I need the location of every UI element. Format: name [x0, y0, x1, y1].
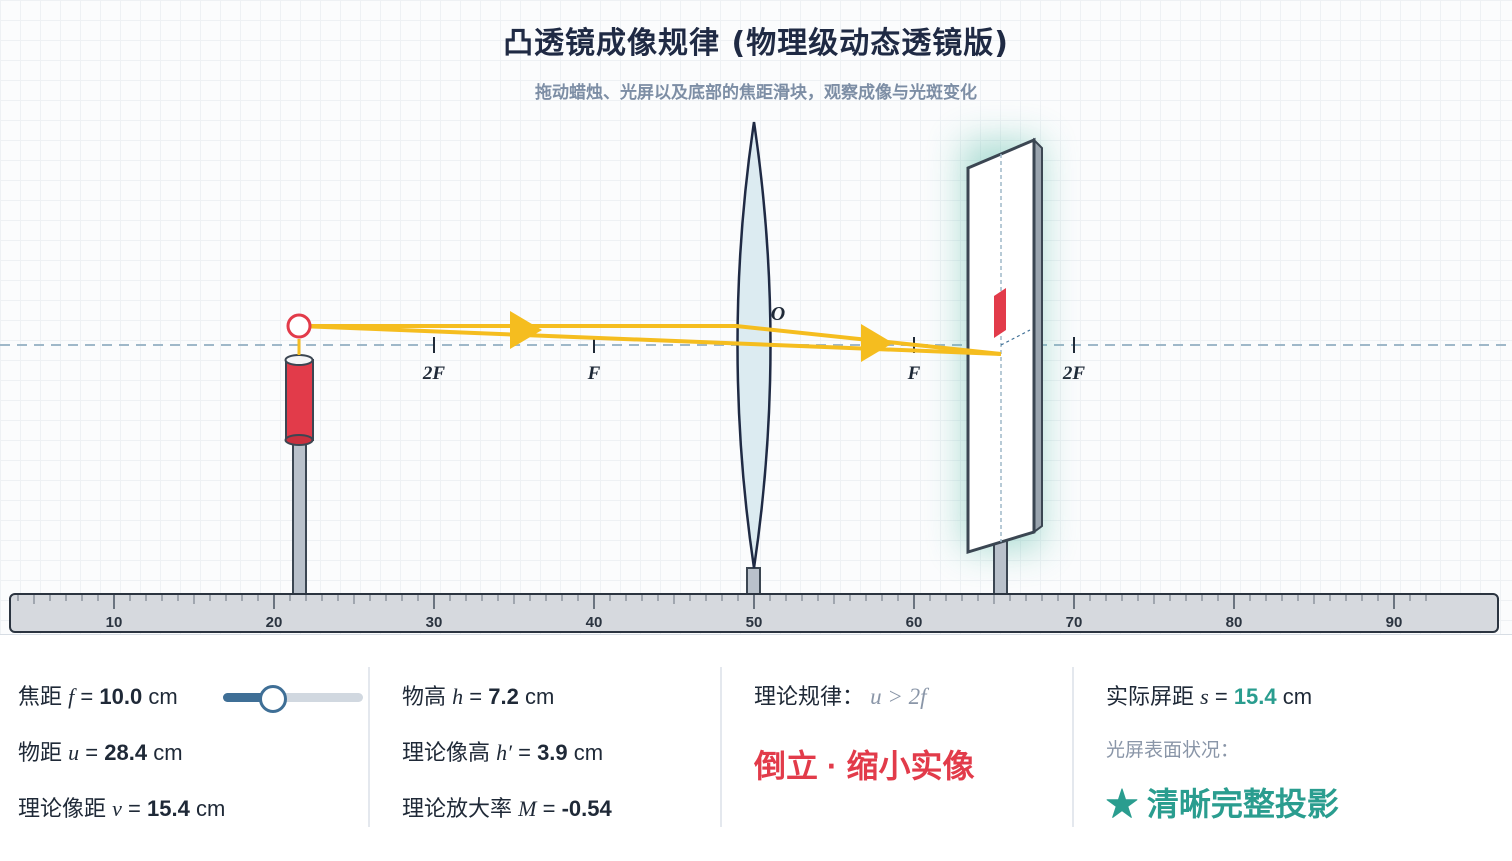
image-distance-value: 15.4 — [147, 796, 190, 821]
magnification-eq: = — [542, 796, 556, 821]
magnification-symbol: M — [518, 796, 537, 821]
image-height-value: 3.9 — [537, 740, 568, 765]
object-distance-eq: = — [85, 740, 99, 765]
object-distance-value: 28.4 — [104, 740, 148, 765]
screen-distance-unit: cm — [1282, 684, 1313, 709]
screen-status-column: 实际屏距 s = 15.4 cm 光屏表面状况： ★ 清晰完整投影 — [1106, 665, 1496, 825]
focal-marks: 2F F F 2F — [422, 337, 1086, 384]
ray-through-center — [298, 324, 1002, 356]
magnification-label: 理论放大率 — [402, 796, 513, 821]
focal-length-unit: cm — [148, 684, 178, 709]
object-distance-symbol: u — [68, 740, 80, 765]
convex-lens: O — [718, 121, 790, 627]
flame-icon[interactable] — [286, 313, 312, 339]
theory-rule-row: 理论规律： u > 2f — [754, 679, 927, 711]
image-height-symbol: h′ — [496, 740, 512, 765]
slider-knob[interactable] — [259, 685, 287, 713]
theory-result: 倒立 · 缩小实像 — [754, 748, 975, 784]
image-distance-row: 理论像距 v = 15.4 cm — [18, 791, 225, 823]
object-height-symbol: h — [452, 684, 464, 709]
object-height-label: 物高 — [402, 684, 447, 709]
candle-stand-post — [292, 441, 307, 599]
projected-image — [994, 288, 1006, 338]
ruler-label-30: 30 — [426, 614, 443, 631]
theory-rule-formula: u > 2f — [870, 684, 927, 709]
image-distance-symbol: v — [112, 796, 122, 821]
ruler-label-60: 60 — [906, 614, 923, 631]
optical-bench-scene: 2F F F 2F O — [0, 121, 1512, 633]
star-icon: ★ — [1106, 786, 1139, 822]
object-height-value: 7.2 — [488, 684, 519, 709]
object-height-eq: = — [469, 684, 483, 709]
magnification-row: 理论放大率 M = -0.54 — [402, 791, 612, 823]
screen-post — [993, 539, 1008, 599]
distance-column: 焦距 f = 10.0 cm 物距 u = 28.4 cm 理论像距 v = 1… — [18, 665, 363, 825]
object-distance-label: 物距 — [18, 740, 63, 765]
info-panel: 焦距 f = 10.0 cm 物距 u = 28.4 cm 理论像距 v = 1… — [0, 634, 1512, 861]
object-distance-unit: cm — [153, 740, 183, 765]
slider-fill — [223, 693, 272, 702]
surface-status-label: 光屏表面状况： — [1106, 740, 1240, 761]
screen-distance-row: 实际屏距 s = 15.4 cm — [1106, 679, 1312, 711]
focal-label-2f-left: 2F — [422, 363, 446, 384]
object-height-unit: cm — [524, 684, 555, 709]
image-height-row: 理论像高 h′ = 3.9 cm — [402, 735, 603, 767]
page-title: 凸透镜成像规律 (物理级动态透镜版) — [503, 26, 1009, 61]
image-distance-unit: cm — [195, 796, 226, 821]
panel-divider — [720, 667, 722, 827]
ray-parallel — [299, 324, 1002, 356]
ruler-label-40: 40 — [586, 614, 603, 631]
candle-bottom — [284, 434, 314, 446]
ruler-label-10: 10 — [106, 614, 123, 631]
image-height-eq: = — [518, 740, 531, 765]
theory-column: 理论规律： u > 2f 倒立 · 缩小实像 — [754, 665, 1054, 825]
page-subtitle: 拖动蜡烛、光屏以及底部的焦距滑块，观察成像与光斑变化 — [535, 83, 977, 103]
focal-label-2f-right: 2F — [1062, 363, 1086, 384]
focal-length-eq: = — [80, 684, 94, 709]
theory-rule-label: 理论规律： — [754, 684, 865, 709]
image-distance-eq: = — [128, 796, 141, 821]
surface-status-text: 清晰完整投影 — [1146, 786, 1339, 822]
image-distance-label: 理论像距 — [18, 796, 107, 821]
screen-distance-symbol: s — [1200, 684, 1209, 709]
focal-length-slider[interactable] — [223, 685, 363, 713]
candle-body — [285, 359, 314, 441]
object-distance-row: 物距 u = 28.4 cm — [18, 735, 183, 767]
slider-track[interactable] — [223, 693, 363, 702]
ruler-body — [9, 593, 1499, 633]
ray-arrow-2 — [861, 324, 893, 362]
ray-arrow-1 — [510, 311, 542, 349]
screen-distance-label: 实际屏距 — [1106, 684, 1195, 709]
screen-distance-eq: = — [1214, 684, 1228, 709]
ruler-label-80: 80 — [1226, 614, 1243, 631]
ruler-label-20: 20 — [266, 614, 283, 631]
image-height-label: 理论像高 — [402, 740, 491, 765]
ruler-minor-ticks — [17, 595, 1427, 609]
magnification-value: -0.54 — [561, 796, 612, 821]
candle-top — [284, 354, 314, 366]
ruler-label-90: 90 — [1386, 614, 1403, 631]
focal-length-label: 焦距 — [18, 684, 63, 709]
bench-ruler: 10 20 30 40 50 60 70 80 90 — [9, 593, 1499, 633]
light-screen[interactable] — [966, 137, 1043, 627]
focal-length-value: 10.0 — [99, 684, 143, 709]
panel-divider — [1072, 667, 1074, 827]
object-height-row: 物高 h = 7.2 cm — [402, 679, 554, 711]
ruler-label-50: 50 — [746, 614, 763, 631]
image-height-unit: cm — [573, 740, 604, 765]
surface-status-row: ★ 清晰完整投影 — [1106, 779, 1339, 825]
light-rays — [298, 311, 1002, 362]
candle[interactable] — [264, 313, 334, 627]
height-column: 物高 h = 7.2 cm 理论像高 h′ = 3.9 cm 理论放大率 M =… — [402, 665, 702, 825]
focal-label-f-left: F — [587, 363, 601, 384]
ruler-label-70: 70 — [1066, 614, 1083, 631]
focal-length-symbol: f — [68, 684, 75, 709]
focal-length-row: 焦距 f = 10.0 cm — [18, 679, 178, 711]
panel-divider — [368, 667, 370, 827]
focal-label-f-right: F — [907, 363, 921, 384]
screen-distance-value: 15.4 — [1233, 684, 1277, 709]
lens-center-label: O — [771, 303, 785, 325]
